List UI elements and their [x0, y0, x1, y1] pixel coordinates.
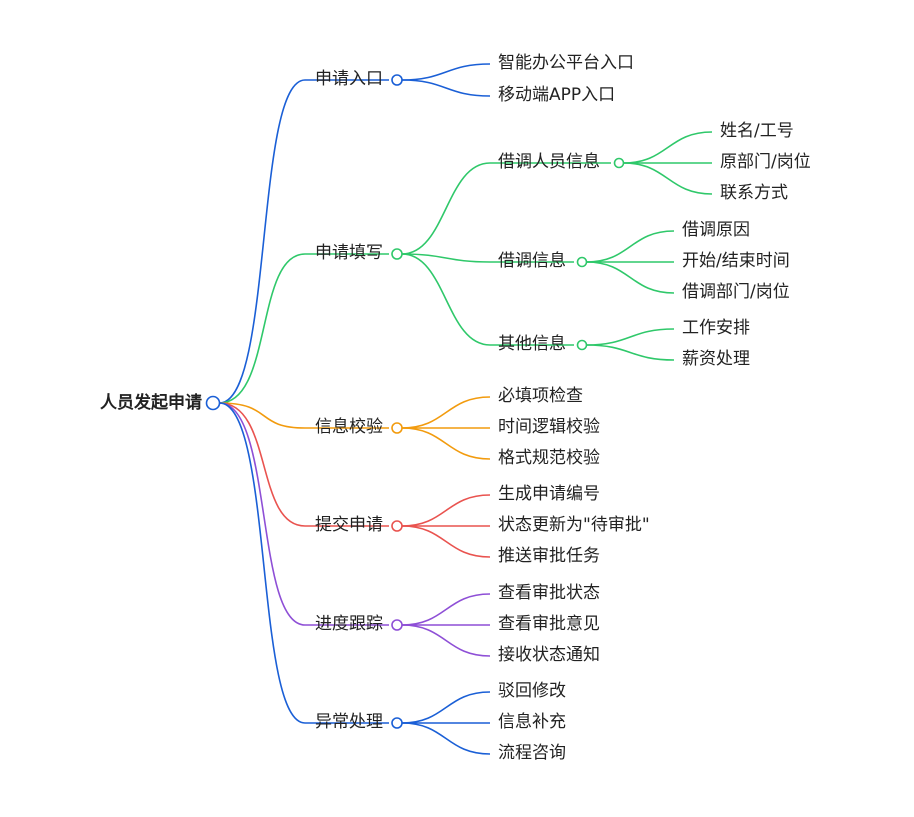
leaf-edge-1-0-0 — [623, 131, 713, 164]
leaf-label-2-0: 必填项检查 — [498, 386, 583, 406]
leaf-edge-5-2 — [401, 722, 491, 755]
sub-node-1[interactable] — [576, 256, 588, 268]
branch-node-4[interactable] — [391, 619, 403, 631]
leaf-edge-3-0 — [401, 494, 491, 527]
branch-label-5: 异常处理 — [315, 712, 383, 732]
sub-node-0[interactable] — [613, 157, 625, 169]
leaf-label-0-0: 智能办公平台入口 — [498, 53, 634, 73]
leaf-label-3-1: 状态更新为"待审批" — [498, 515, 650, 535]
branch-label-1: 申请填写 — [315, 243, 383, 263]
branch-label-2: 信息校验 — [315, 417, 383, 437]
sub-edge-1-1 — [401, 253, 574, 263]
leaf-edge-1-1-2 — [586, 261, 675, 294]
leaf-edge-0-0 — [401, 63, 491, 81]
leaf-edge-1-2-0 — [586, 328, 675, 346]
branch-label-4: 进度跟踪 — [315, 614, 383, 634]
branch-label-0: 申请入口 — [315, 69, 383, 89]
branch-node-1[interactable] — [391, 248, 403, 260]
leaf-label-0-1: 原部门/岗位 — [720, 152, 811, 172]
leaf-label-1-0: 借调原因 — [682, 220, 750, 240]
root-label: 人员发起申请 — [100, 392, 202, 413]
mindmap-edges — [219, 63, 713, 755]
branch-edge-4 — [219, 402, 389, 626]
branch-node-5[interactable] — [391, 717, 403, 729]
branch-edge-3 — [219, 402, 389, 527]
sub-node-2[interactable] — [576, 339, 588, 351]
sub-edge-1-0 — [401, 162, 611, 255]
leaf-label-5-0: 驳回修改 — [498, 681, 566, 701]
leaf-label-2-1: 时间逻辑校验 — [498, 417, 600, 437]
leaf-label-0-1: 移动端APP入口 — [498, 85, 615, 105]
leaf-label-2-2: 格式规范校验 — [498, 448, 600, 468]
leaf-label-4-0: 查看审批状态 — [498, 583, 600, 603]
branch-label-3: 提交申请 — [315, 515, 383, 535]
branch-edge-0 — [219, 79, 389, 404]
leaf-label-1-2: 借调部门/岗位 — [682, 282, 790, 302]
sub-edge-1-2 — [401, 253, 574, 346]
branch-edge-2 — [219, 402, 389, 429]
sub-label-2: 其他信息 — [498, 334, 566, 354]
leaf-label-2-0: 工作安排 — [682, 318, 750, 338]
leaf-edge-4-2 — [401, 624, 491, 657]
leaf-label-4-2: 接收状态通知 — [498, 645, 600, 665]
leaf-edge-2-0 — [401, 396, 491, 429]
leaf-label-2-1: 薪资处理 — [682, 349, 750, 369]
leaf-edge-3-2 — [401, 525, 491, 558]
branch-node-2[interactable] — [391, 422, 403, 434]
leaf-edge-1-1-0 — [586, 230, 675, 263]
branch-node-3[interactable] — [391, 520, 403, 532]
root-node[interactable] — [205, 395, 221, 411]
leaf-edge-4-0 — [401, 593, 491, 626]
leaf-label-5-1: 信息补充 — [498, 712, 566, 732]
leaf-edge-0-1 — [401, 79, 491, 97]
branch-edge-5 — [219, 402, 389, 724]
leaf-edge-5-0 — [401, 691, 491, 724]
leaf-label-4-1: 查看审批意见 — [498, 614, 600, 634]
leaf-label-5-2: 流程咨询 — [498, 743, 566, 763]
leaf-label-3-2: 推送审批任务 — [498, 546, 600, 566]
sub-label-1: 借调信息 — [498, 251, 566, 271]
leaf-edge-1-0-2 — [623, 162, 713, 195]
leaf-label-0-0: 姓名/工号 — [720, 121, 794, 141]
leaf-edge-2-2 — [401, 427, 491, 460]
leaf-edge-1-2-1 — [586, 344, 675, 361]
branch-node-0[interactable] — [391, 74, 403, 86]
leaf-label-1-1: 开始/结束时间 — [682, 251, 790, 271]
leaf-label-0-2: 联系方式 — [720, 183, 788, 203]
branch-edge-1 — [219, 253, 389, 404]
sub-label-0: 借调人员信息 — [498, 152, 600, 172]
leaf-label-3-0: 生成申请编号 — [498, 484, 600, 504]
